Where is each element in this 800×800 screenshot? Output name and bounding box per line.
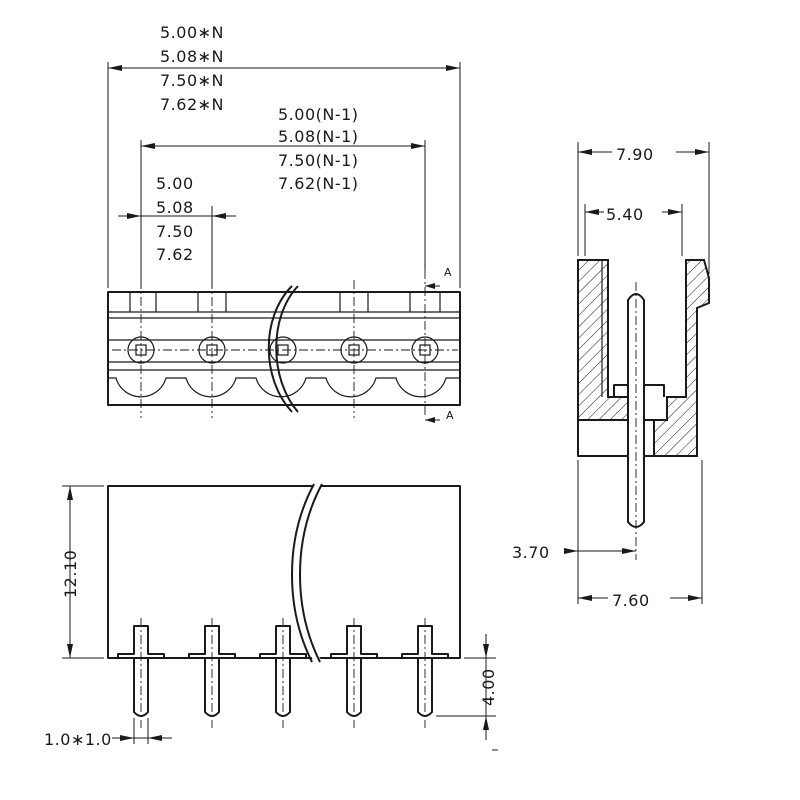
span-pitch-label: 7.50(N-1) bbox=[278, 151, 359, 170]
pin bbox=[117, 618, 165, 728]
single-pitch-label: 5.00 bbox=[156, 174, 194, 193]
overall-pitch-label: 7.62∗N bbox=[160, 95, 224, 114]
pin bbox=[188, 618, 236, 728]
side-wall-left bbox=[577, 259, 633, 421]
top-view: A A 5.00∗N 5.08∗N 7.50∗N 7.62∗N 5.00(N-1… bbox=[107, 23, 461, 423]
overall-pitch-label: 7.50∗N bbox=[160, 71, 224, 90]
pin bbox=[330, 618, 378, 728]
single-pitch-label: 7.50 bbox=[156, 222, 194, 241]
span-pitch-label: 5.00(N-1) bbox=[278, 105, 359, 124]
section-mark-top: A bbox=[444, 266, 452, 279]
side-pin bbox=[627, 293, 645, 528]
inner-width-label: 5.40 bbox=[606, 205, 644, 224]
top-view-body bbox=[107, 291, 461, 406]
side-view: 7.90 5.40 3.70 7.60 bbox=[512, 138, 710, 610]
pin bbox=[259, 618, 307, 728]
pin-section-label: 1.0∗1.0 bbox=[44, 730, 112, 749]
front-view-body bbox=[107, 485, 461, 659]
front-view: 12.10 4.00 1.0∗1.0 bbox=[44, 482, 498, 751]
height-label: 12.10 bbox=[61, 550, 80, 598]
top-width-label: 7.90 bbox=[616, 145, 654, 164]
overall-pitch-label: 5.00∗N bbox=[160, 23, 224, 42]
pin-length-label: 4.00 bbox=[479, 668, 498, 706]
overall-pitch-label: 5.08∗N bbox=[160, 47, 224, 66]
span-pitch-label: 7.62(N-1) bbox=[278, 174, 359, 193]
base-width-label: 7.60 bbox=[612, 591, 650, 610]
single-pitch-label: 7.62 bbox=[156, 245, 194, 264]
pin-offset-label: 3.70 bbox=[512, 543, 550, 562]
span-pitch-label: 5.08(N-1) bbox=[278, 127, 359, 146]
side-wall-right bbox=[653, 259, 710, 457]
single-pitch-label: 5.08 bbox=[156, 198, 194, 217]
section-mark-bottom: A bbox=[446, 409, 454, 422]
pin bbox=[401, 618, 449, 728]
